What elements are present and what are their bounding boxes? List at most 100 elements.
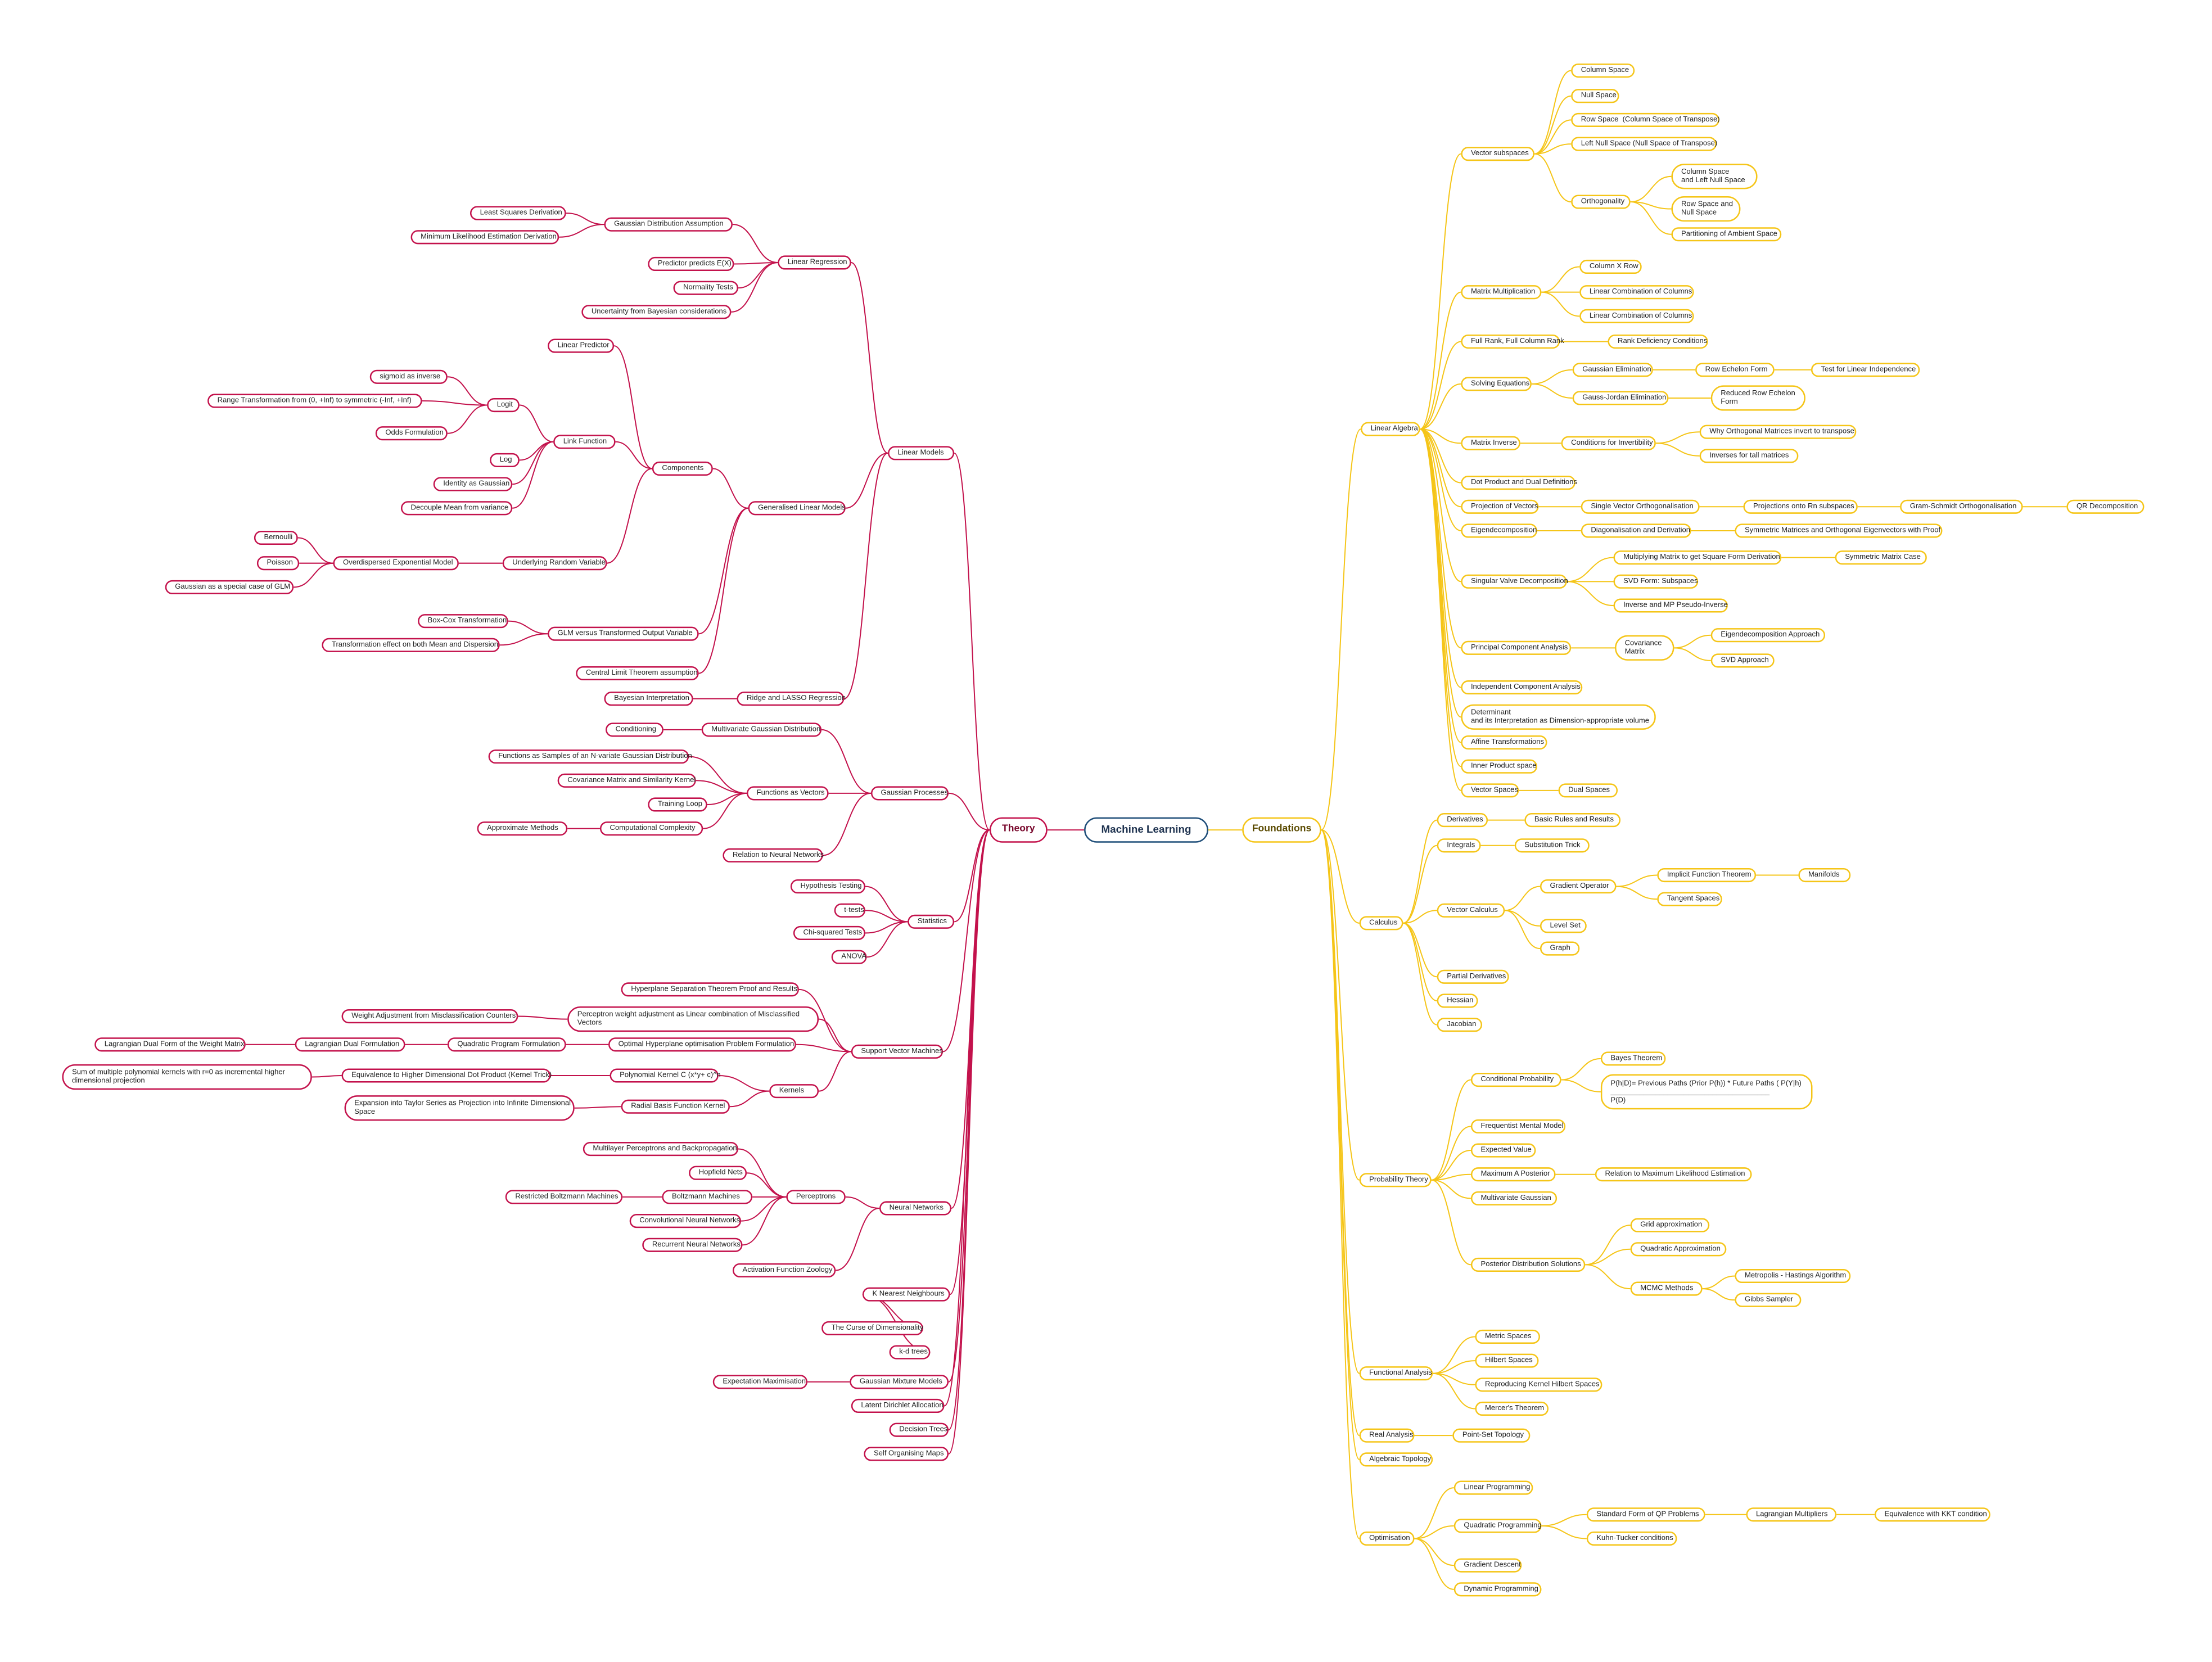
topic-column-space-and-left-null-space[interactable]: Column Space and Left Null Space [1671, 164, 1758, 189]
topic-bayes-theorem[interactable]: Bayes Theorem [1600, 1051, 1666, 1066]
topic-linear-combination-of-columns[interactable]: Linear Combination of Columns [1579, 309, 1694, 323]
topic-recurrent-neural-networks[interactable]: Recurrent Neural Networks [642, 1238, 743, 1252]
topic-k-d-trees[interactable]: k-d trees [889, 1345, 931, 1360]
topic-independent-component-analysis[interactable]: Independent Component Analysis [1461, 680, 1583, 695]
topic-row-space-column-space-of-transpose[interactable]: Row Space (Column Space of Transpose) [1571, 112, 1720, 127]
topic-solving-equations[interactable]: Solving Equations [1461, 377, 1532, 391]
topic-standard-form-of-qp-problems[interactable]: Standard Form of QP Problems [1586, 1507, 1705, 1522]
topic-row-echelon-form[interactable]: Row Echelon Form [1695, 363, 1775, 377]
topic-polynomial-kernel-c-x-y-c-n[interactable]: Polynomial Kernel C (x*y+ c)^n [610, 1068, 721, 1083]
topic-svd-approach[interactable]: SVD Approach [1710, 653, 1775, 668]
topic-dual-spaces[interactable]: Dual Spaces [1558, 783, 1618, 798]
topic-conditions-for-invertibility[interactable]: Conditions for Invertibility [1561, 436, 1656, 450]
topic-perceptrons[interactable]: Perceptrons [786, 1190, 846, 1204]
topic-k-nearest-neighbours[interactable]: K Nearest Neighbours [862, 1287, 950, 1302]
topic-inner-product-space[interactable]: Inner Product space [1461, 759, 1537, 774]
topic-optimal-hyperplane-optimisation-problem-formulat[interactable]: Optimal Hyperplane optimisation Problem … [608, 1037, 796, 1052]
topic-mercer-s-theorem[interactable]: Mercer's Theorem [1475, 1401, 1549, 1416]
topic-frequentist-mental-model[interactable]: Frequentist Mental Model [1470, 1119, 1566, 1133]
topic-kuhn-tucker-conditions[interactable]: Kuhn-Tucker conditions [1586, 1531, 1677, 1546]
topic-projections-onto-rn-subspaces[interactable]: Projections onto Rn subspaces [1743, 499, 1858, 514]
topic-p-h-d-previous-paths-prior-p-h-future-paths-p-y-[interactable]: P(h|D)= Previous Paths (Prior P(h)) * Fu… [1600, 1074, 1813, 1110]
topic-kernels[interactable]: Kernels [769, 1084, 819, 1099]
topic-hyperplane-separation-theorem-proof-and-results[interactable]: Hyperplane Separation Theorem Proof and … [621, 982, 799, 997]
topic-multivariate-gaussian-distribution[interactable]: Multivariate Gaussian Distribution [701, 722, 822, 737]
topic-overdispersed-exponential-model[interactable]: Overdispersed Exponential Model [333, 556, 459, 571]
topic-metropolis-hastings-algorithm[interactable]: Metropolis - Hastings Algorithm [1735, 1268, 1851, 1284]
topic-normality-tests[interactable]: Normality Tests [673, 281, 738, 295]
topic-inverses-for-tall-matrices[interactable]: Inverses for tall matrices [1699, 449, 1799, 463]
topic-real-analysis[interactable]: Real Analysis [1359, 1428, 1415, 1443]
topic-relation-to-maximum-likelihood-estimation[interactable]: Relation to Maximum Likelihood Estimatio… [1595, 1167, 1752, 1182]
topic-machine-learning[interactable]: Machine Learning [1084, 817, 1208, 843]
topic-level-set[interactable]: Level Set [1540, 919, 1587, 933]
topic-null-space[interactable]: Null Space [1571, 89, 1619, 103]
topic-linear-algebra[interactable]: Linear Algebra [1361, 422, 1420, 436]
topic-relation-to-neural-networks[interactable]: Relation to Neural Networks [723, 848, 824, 862]
topic-latent-dirichlet-allocation[interactable]: Latent Dirichlet Allocation [851, 1398, 945, 1413]
topic-gaussian-as-a-special-case-of-glm[interactable]: Gaussian as a special case of GLM [165, 580, 294, 594]
topic-hilbert-spaces[interactable]: Hilbert Spaces [1475, 1353, 1539, 1368]
topic-boltzmann-machines[interactable]: Boltzmann Machines [662, 1190, 753, 1204]
topic-gaussian-mixture-models[interactable]: Gaussian Mixture Models [850, 1375, 949, 1389]
topic-box-cox-transformation[interactable]: Box-Cox Transformation [418, 614, 508, 629]
topic-metric-spaces[interactable]: Metric Spaces [1475, 1329, 1540, 1344]
topic-equivalence-with-kkt-condition[interactable]: Equivalence with KKT condition [1874, 1507, 1990, 1522]
topic-gaussian-elimination[interactable]: Gaussian Elimination [1572, 363, 1653, 377]
topic-bayesian-interpretation[interactable]: Bayesian Interpretation [604, 692, 693, 706]
topic-linear-combination-of-columns[interactable]: Linear Combination of Columns [1579, 285, 1694, 300]
topic-tangent-spaces[interactable]: Tangent Spaces [1657, 892, 1722, 906]
topic-gram-schmidt-orthogonalisation[interactable]: Gram-Schmidt Orthogonalisation [1900, 499, 2023, 514]
topic-logit[interactable]: Logit [487, 398, 520, 413]
topic-gradient-operator[interactable]: Gradient Operator [1540, 879, 1617, 894]
topic-linear-models[interactable]: Linear Models [888, 446, 955, 460]
topic-why-orthogonal-matrices-invert-to-transpose[interactable]: Why Orthogonal Matrices invert to transp… [1699, 424, 1857, 439]
topic-perceptron-weight-adjustment-as-linear-combinati[interactable]: Perceptron weight adjustment as Linear c… [567, 1006, 819, 1032]
topic-predictor-predicts-e-x[interactable]: Predictor predicts E(X) [648, 256, 734, 272]
topic-approximate-methods[interactable]: Approximate Methods [477, 821, 568, 836]
topic-column-space[interactable]: Column Space [1571, 63, 1635, 78]
topic-gaussian-processes[interactable]: Gaussian Processes [870, 786, 949, 801]
topic-qr-decomposition[interactable]: QR Decomposition [2066, 499, 2145, 514]
topic-functional-analysis[interactable]: Functional Analysis [1359, 1366, 1433, 1381]
topic-expectation-maximisation[interactable]: Expectation Maximisation [712, 1375, 808, 1389]
topic-integrals[interactable]: Integrals [1437, 838, 1481, 853]
topic-substitution-trick[interactable]: Substitution Trick [1514, 838, 1590, 853]
topic-underlying-random-variable[interactable]: Underlying Random Variable [502, 556, 607, 571]
topic-linear-regression[interactable]: Linear Regression [778, 255, 851, 270]
topic-symmetric-matrices-and-orthogonal-eigenvectors-w[interactable]: Symmetric Matrices and Orthogonal Eigenv… [1735, 523, 1943, 538]
topic-decouple-mean-from-variance[interactable]: Decouple Mean from variance [400, 501, 513, 516]
topic-identity-as-gaussian[interactable]: Identity as Gaussian [433, 477, 513, 491]
topic-gaussian-distribution-assumption[interactable]: Gaussian Distribution Assumption [604, 217, 733, 232]
topic-generalised-linear-models[interactable]: Generalised Linear Models [748, 501, 846, 516]
topic-full-rank-full-column-rank[interactable]: Full Rank, Full Column Rank [1461, 334, 1564, 349]
topic-linear-predictor[interactable]: Linear Predictor [548, 338, 615, 353]
topic-affine-transformations[interactable]: Affine Transformations [1461, 735, 1547, 750]
topic-linear-programming[interactable]: Linear Programming [1453, 1480, 1533, 1495]
topic-sum-of-multiple-polynomial-kernels-with-r-0-as-i[interactable]: Sum of multiple polynomial kernels with … [62, 1064, 312, 1090]
topic-link-function[interactable]: Link Function [553, 435, 616, 449]
topic-reproducing-kernel-hilbert-spaces[interactable]: Reproducing Kernel Hilbert Spaces [1475, 1378, 1602, 1392]
topic-reduced-row-echelon-form[interactable]: Reduced Row Echelon Form [1710, 385, 1805, 411]
topic-sigmoid-as-inverse[interactable]: sigmoid as inverse [369, 369, 448, 384]
topic-statistics[interactable]: Statistics [908, 914, 955, 929]
topic-components[interactable]: Components [652, 461, 713, 476]
topic-basic-rules-and-results[interactable]: Basic Rules and Results [1524, 813, 1621, 828]
topic-log[interactable]: Log [490, 453, 520, 467]
topic-rank-deficiency-conditions[interactable]: Rank Deficiency Conditions [1608, 334, 1708, 349]
topic-convolutional-neural-networks[interactable]: Convolutional Neural Networks [629, 1214, 742, 1229]
topic-partial-derivatives[interactable]: Partial Derivatives [1437, 969, 1509, 984]
topic-vector-calculus[interactable]: Vector Calculus [1437, 903, 1505, 918]
topic-covariance-matrix-and-similarity-kernel[interactable]: Covariance Matrix and Similarity Kernel [557, 773, 696, 788]
topic-determinant-and-its-interpretation-as-dimension-[interactable]: Determinant and its Interpretation as Di… [1461, 704, 1656, 730]
topic-odds-formulation[interactable]: Odds Formulation [375, 426, 448, 441]
topic-mcmc-methods[interactable]: MCMC Methods [1630, 1281, 1703, 1296]
topic-bernoulli[interactable]: Bernoulli [254, 530, 298, 545]
topic-eigendecomposition-approach[interactable]: Eigendecomposition Approach [1710, 628, 1826, 643]
topic-least-squares-derivation[interactable]: Least Squares Derivation [470, 206, 566, 220]
topic-matrix-multiplication[interactable]: Matrix Multiplication [1461, 285, 1542, 300]
topic-partitioning-of-ambient-space[interactable]: Partitioning of Ambient Space [1671, 227, 1782, 242]
topic-uncertainty-from-bayesian-considerations[interactable]: Uncertainty from Bayesian considerations [581, 305, 732, 319]
topic-glm-versus-transformed-output-variable[interactable]: GLM versus Transformed Output Variable [548, 626, 699, 641]
topic-gibbs-sampler[interactable]: Gibbs Sampler [1735, 1293, 1802, 1307]
